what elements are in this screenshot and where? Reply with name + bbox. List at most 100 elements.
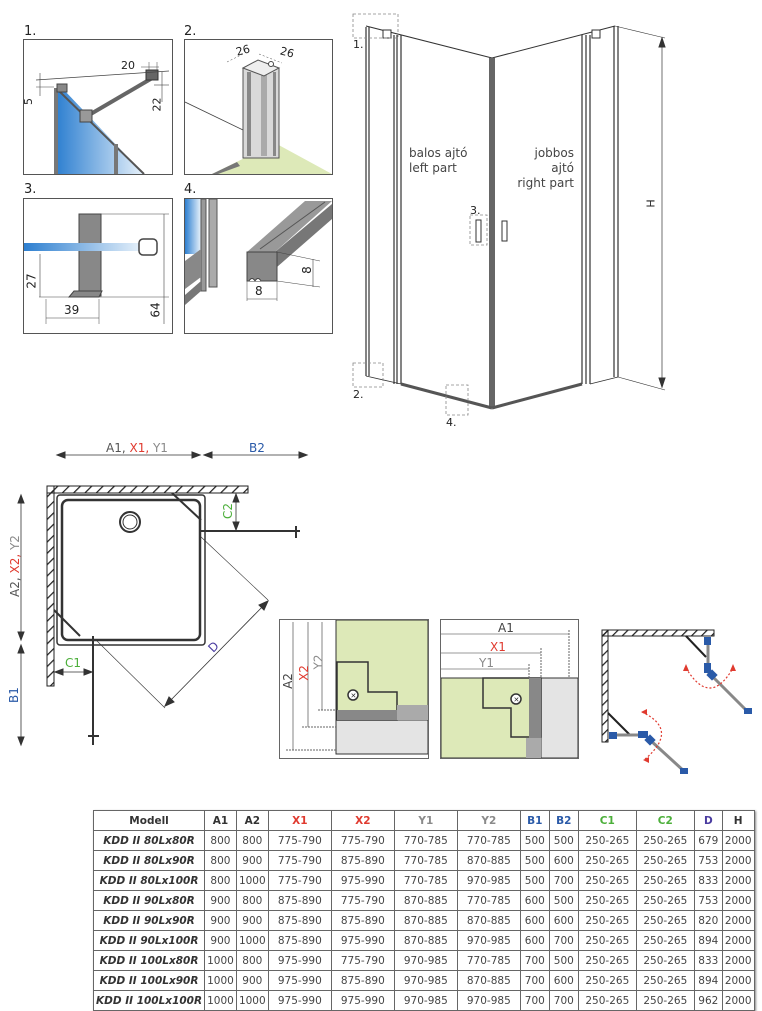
svg-text:✕: ✕ xyxy=(514,696,520,704)
value-cell-y2: 870-885 xyxy=(456,970,521,991)
value-cell-c1: 250-265 xyxy=(577,850,637,871)
profile xyxy=(54,88,58,174)
corner-detail-left: ✕ A2 X2 Y2 xyxy=(279,619,429,759)
value-cell-y1: 970-985 xyxy=(393,950,458,971)
value-cell-x1: 975-990 xyxy=(267,970,332,991)
value-cell-b2: 600 xyxy=(548,910,579,931)
cabin-perspective-drawing xyxy=(352,13,666,416)
value-cell-b1: 500 xyxy=(519,850,550,871)
value-cell-c1: 250-265 xyxy=(577,830,637,851)
column-header-a1: A1 xyxy=(204,810,237,831)
value-cell-a1: 1000 xyxy=(204,970,237,991)
value-cell-x1: 975-990 xyxy=(267,950,332,971)
column-header-x2: X2 xyxy=(330,810,395,831)
value-cell-a2: 1000 xyxy=(235,870,269,891)
value-cell-x1: 875-890 xyxy=(267,910,332,931)
detail-panel-4: 8 8 xyxy=(184,198,333,334)
value-cell-h: 2000 xyxy=(721,930,755,951)
dim-a1: A1, xyxy=(106,441,130,455)
value-cell-x2: 975-990 xyxy=(330,990,395,1011)
value-cell-x2: 975-990 xyxy=(330,870,395,891)
value-cell-c2: 250-265 xyxy=(635,890,695,911)
value-cell-h: 2000 xyxy=(721,950,755,971)
value-cell-b2: 600 xyxy=(548,970,579,991)
callout-4: 4. xyxy=(446,416,457,429)
value-cell-x1: 875-890 xyxy=(267,890,332,911)
dim-b2: B2 xyxy=(249,441,265,455)
value-cell-d: 753 xyxy=(693,850,723,871)
value-cell-b2: 700 xyxy=(548,930,579,951)
value-cell-a2: 800 xyxy=(235,950,269,971)
value-cell-b1: 700 xyxy=(519,990,550,1011)
value-cell-x2: 875-890 xyxy=(330,970,395,991)
value-cell-c1: 250-265 xyxy=(577,890,637,911)
plan-top-dimension: A1, X1, Y1 xyxy=(106,441,168,455)
column-header-x1: X1 xyxy=(267,810,332,831)
stabilizer-bar xyxy=(87,75,156,117)
value-cell-h: 2000 xyxy=(721,830,755,851)
value-cell-c1: 250-265 xyxy=(577,870,637,891)
value-cell-y2: 970-985 xyxy=(456,990,521,1011)
value-cell-h: 2000 xyxy=(721,990,755,1011)
value-cell-a1: 1000 xyxy=(204,950,237,971)
svg-text:✕: ✕ xyxy=(351,692,357,700)
value-cell-x1: 875-890 xyxy=(267,930,332,951)
value-cell-b1: 600 xyxy=(519,930,550,951)
model-name-cell: KDD II 90Lx90R xyxy=(92,910,206,931)
corner-right-y1: Y1 xyxy=(479,656,494,670)
value-cell-a1: 800 xyxy=(204,850,237,871)
value-cell-x2: 875-890 xyxy=(330,850,395,871)
value-cell-h: 2000 xyxy=(721,970,755,991)
corner-right-a1: A1 xyxy=(498,621,514,635)
column-header-c1: C1 xyxy=(577,810,637,831)
value-cell-x2: 775-790 xyxy=(330,830,395,851)
value-cell-b2: 500 xyxy=(548,950,579,971)
value-cell-a1: 1000 xyxy=(204,990,237,1011)
model-name-cell: KDD II 100Lx90R xyxy=(92,970,206,991)
value-cell-y1: 870-885 xyxy=(393,910,458,931)
left-part-label-en: left part xyxy=(409,161,457,175)
detail-1-number: 1. xyxy=(24,24,37,39)
value-cell-y2: 870-885 xyxy=(456,910,521,931)
value-cell-y2: 770-785 xyxy=(456,890,521,911)
value-cell-a2: 800 xyxy=(235,890,269,911)
detail-panel-1: 20 5 22 xyxy=(23,39,173,175)
column-header-modell: Modell xyxy=(92,810,206,831)
value-cell-x1: 975-990 xyxy=(267,990,332,1011)
value-cell-y2: 770-785 xyxy=(456,950,521,971)
column-header-h: H xyxy=(721,810,755,831)
value-cell-c2: 250-265 xyxy=(635,970,695,991)
model-name-cell: KDD II 90Lx80R xyxy=(92,890,206,911)
value-cell-d: 894 xyxy=(693,970,723,991)
model-name-cell: KDD II 90Lx100R xyxy=(92,930,206,951)
value-cell-y2: 870-885 xyxy=(456,850,521,871)
model-name-cell: KDD II 80Lx90R xyxy=(92,850,206,871)
value-cell-y1: 970-985 xyxy=(393,970,458,991)
value-cell-b1: 700 xyxy=(519,950,550,971)
value-cell-y1: 770-785 xyxy=(393,830,458,851)
column-header-y1: Y1 xyxy=(393,810,458,831)
value-cell-a2: 800 xyxy=(235,830,269,851)
value-cell-a1: 900 xyxy=(204,890,237,911)
detail-panel-2: 26 26 xyxy=(184,39,333,175)
value-cell-a1: 900 xyxy=(204,910,237,931)
column-header-y2: Y2 xyxy=(456,810,521,831)
value-cell-c2: 250-265 xyxy=(635,990,695,1011)
left-part-label: balos ajtó left part xyxy=(409,146,467,176)
value-cell-d: 894 xyxy=(693,930,723,951)
model-name-cell: KDD II 100Lx80R xyxy=(92,950,206,971)
column-header-d: D xyxy=(693,810,723,831)
value-cell-c2: 250-265 xyxy=(635,910,695,931)
value-cell-y2: 970-985 xyxy=(456,870,521,891)
value-cell-d: 820 xyxy=(693,910,723,931)
value-cell-x1: 775-790 xyxy=(267,850,332,871)
